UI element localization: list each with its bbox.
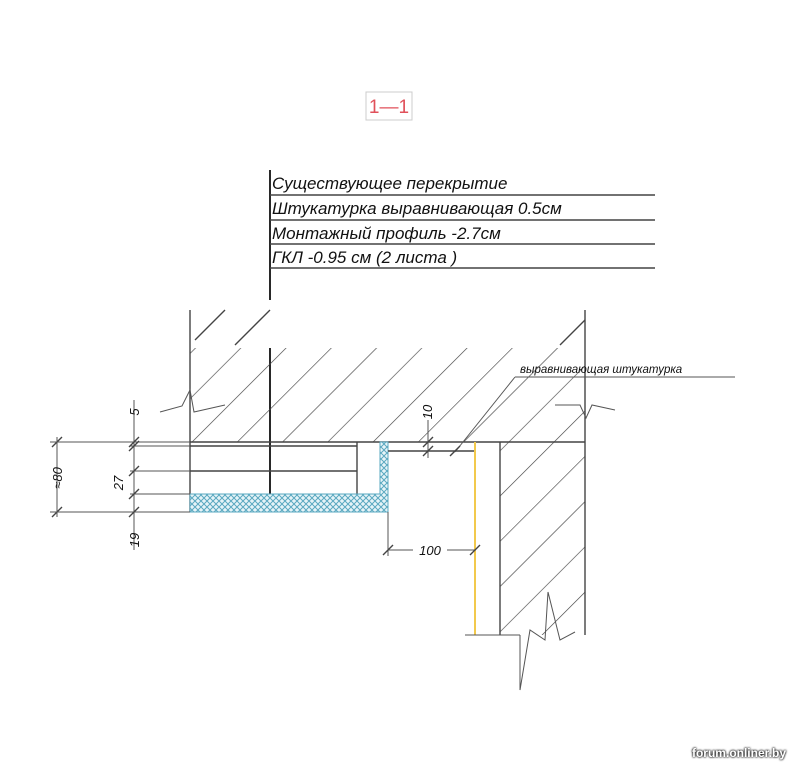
break-mark-left	[159, 388, 226, 413]
dimension-gkl: 19	[127, 533, 142, 547]
section-label-text: 1—1	[369, 97, 409, 118]
ceiling-slab	[159, 300, 616, 443]
dimension-total: ≈80	[50, 466, 65, 488]
layer-legend: Существующее перекрытие Штукатурка вырав…	[269, 170, 655, 512]
break-mark-right	[555, 404, 616, 420]
watermark: forum.onliner.by	[691, 746, 786, 760]
dimensions-left: ≈80 5 27 19	[50, 400, 190, 550]
gkl-layer	[189, 441, 389, 513]
dimension-gap: 10	[420, 404, 435, 458]
layer-label: Монтажный профиль -2.7см	[272, 224, 501, 243]
dimension-plaster: 5	[127, 408, 142, 416]
layer-label: Штукатурка выравнивающая 0.5см	[272, 199, 562, 218]
wall	[465, 442, 586, 691]
break-mark-bottom	[519, 591, 576, 691]
dimension-profile: 27	[111, 475, 126, 491]
ceiling-buildup	[189, 441, 475, 513]
leader-note-text: выравнивающая штукатурка	[520, 364, 682, 376]
section-label: 1—1	[365, 91, 413, 121]
layer-label: ГКЛ -0.95 см (2 листа )	[272, 248, 457, 267]
dimension-offset: 100	[382, 512, 481, 558]
dimension-offset-text: 100	[419, 543, 441, 558]
layer-label: Существующее перекрытие	[272, 174, 507, 193]
dimension-gap-text: 10	[420, 404, 435, 419]
plaster-leader: выравнивающая штукатурка	[449, 364, 735, 457]
